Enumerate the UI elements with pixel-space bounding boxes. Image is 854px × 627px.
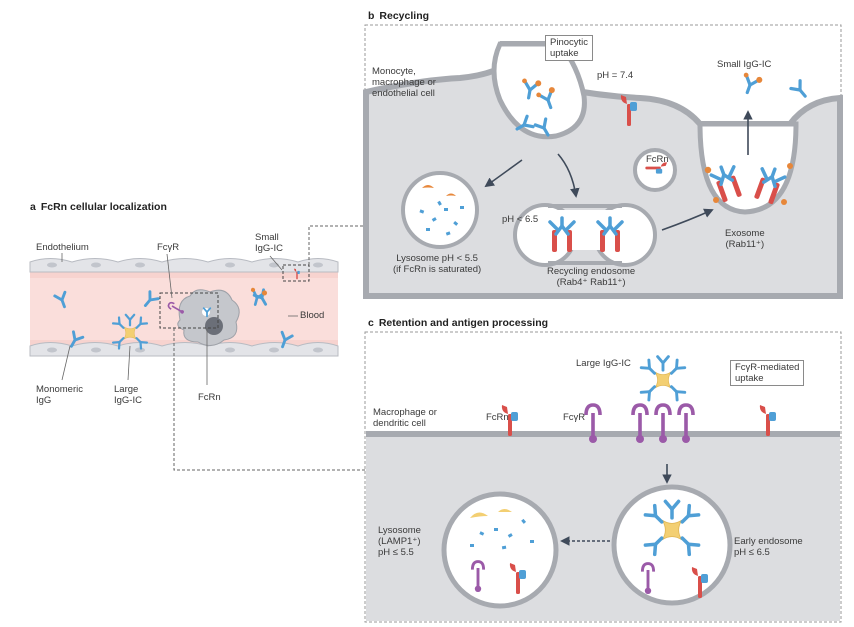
- early-endosome-line-2: pH ≤ 6.5: [734, 547, 770, 558]
- fcgr-label-a: FcγR: [157, 242, 180, 253]
- lysosome-b-line-1: Lysosome pH < 5.5: [396, 253, 478, 264]
- early-endosome-label: Early endosome pH ≤ 6.5: [734, 536, 803, 558]
- endothelium-label: Endothelium: [36, 242, 89, 253]
- fcgr-mediated-uptake-label: FcγR-mediated uptake: [730, 360, 805, 386]
- monomeric-igg-line-1: Monomeric: [36, 384, 83, 395]
- panel-a-title-text: FcRn cellular localization: [40, 201, 167, 213]
- panel-c-title-text: Retention and antigen processing: [378, 317, 549, 329]
- fcgr-uptake-line-1: FcγR-mediated: [735, 362, 800, 373]
- cell-type-line-2: macrophage or: [372, 77, 436, 88]
- panel-b-letter: b: [368, 10, 375, 22]
- pinocytic-line-1: Pinocytic: [550, 37, 589, 48]
- ph-65-label: pH < 6.5: [502, 214, 539, 225]
- large-igg-ic-line-1: Large: [114, 384, 139, 395]
- recycling-endosome-line-1: Recycling endosome: [547, 266, 636, 277]
- panel-c: [364, 331, 842, 623]
- panel-b-title: b Recycling: [368, 10, 429, 22]
- cell-type-line-1: Monocyte,: [372, 66, 416, 77]
- fcrn-label-a: FcRn: [198, 392, 221, 403]
- small-igg-ic-line-2: IgG-IC: [255, 243, 283, 254]
- blood-label: Blood: [300, 310, 325, 321]
- panel-connectors: [173, 225, 365, 471]
- fcrn-label-c: FcRn: [486, 412, 509, 423]
- cell-type-c-line-2: dendritic cell: [373, 418, 426, 429]
- recycling-endosome-line-2: (Rab4⁺ Rab11⁺): [556, 277, 626, 288]
- cell-type-label-c: Macrophage or dendritic cell: [373, 407, 437, 429]
- cell-type-label-b: Monocyte, macrophage or endothelial cell: [372, 66, 436, 99]
- fcrn-label-b: FcRn: [646, 154, 669, 165]
- ph-74-label: pH = 7.4: [597, 70, 634, 81]
- panel-c-title: c Retention and antigen processing: [368, 317, 548, 329]
- panel-a-letter: a: [30, 201, 36, 213]
- panel-a-title: a FcRn cellular localization: [30, 201, 167, 213]
- lysosome-c-line-3: pH ≤ 5.5: [378, 547, 414, 558]
- cell-type-line-3: endothelial cell: [372, 88, 435, 99]
- large-igg-ic-line-2: IgG-IC: [114, 395, 142, 406]
- lysosome-label-b: Lysosome pH < 5.5 (if FcRn is saturated): [393, 253, 481, 275]
- lysosome-b-line-2: (if FcRn is saturated): [393, 264, 482, 275]
- small-igg-ic-label-a: Small IgG-IC: [255, 232, 283, 254]
- exosome-label: Exosome (Rab11⁺): [725, 228, 765, 250]
- small-igg-ic-label-b: Small IgG-IC: [717, 59, 772, 70]
- panel-a-blood-vessel: [29, 253, 339, 385]
- pinocytic-line-2: uptake: [550, 48, 579, 59]
- monomeric-igg-line-2: IgG: [36, 395, 52, 406]
- exosome-line-1: Exosome: [725, 228, 765, 239]
- fcgr-uptake-line-2: uptake: [735, 373, 764, 384]
- lysosome-label-c: Lysosome (LAMP1⁺) pH ≤ 5.5: [378, 525, 421, 558]
- exosome-line-2: (Rab11⁺): [725, 239, 765, 250]
- panel-b-title-text: Recycling: [379, 10, 430, 22]
- lysosome-c-line-1: Lysosome: [378, 525, 421, 536]
- large-igg-ic-label-a: Large IgG-IC: [114, 384, 142, 406]
- lysosome-c-line-2: (LAMP1⁺): [378, 536, 421, 547]
- panel-b: [363, 24, 843, 299]
- small-igg-ic-line-1: Small: [255, 232, 279, 243]
- pinocytic-uptake-label: Pinocytic uptake: [545, 35, 594, 61]
- cell-type-c-line-1: Macrophage or: [373, 407, 437, 418]
- early-endosome-line-1: Early endosome: [734, 536, 803, 547]
- large-igg-ic-label-c: Large IgG-IC: [576, 358, 631, 369]
- panel-c-letter: c: [368, 317, 374, 329]
- recycling-endosome-label: Recycling endosome (Rab4⁺ Rab11⁺): [547, 266, 635, 288]
- fcgr-label-c: FcγR: [563, 412, 586, 423]
- monomeric-igg-label: Monomeric IgG: [36, 384, 83, 406]
